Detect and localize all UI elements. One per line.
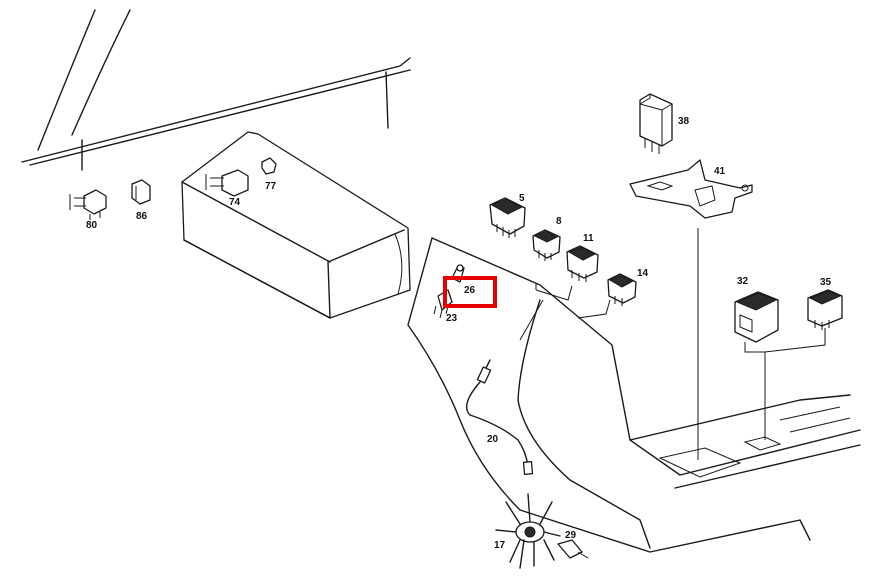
switch-part-14: [607, 273, 637, 306]
label-part-74: 74: [229, 197, 241, 208]
label-part-38: 38: [678, 116, 690, 127]
switch-part-32: [734, 291, 779, 343]
label-part-29: 29: [565, 530, 577, 541]
bulb-part-29: [557, 539, 589, 559]
switch-part-11: [566, 245, 599, 282]
label-part-5: 5: [519, 193, 525, 204]
label-part-20: 20: [487, 434, 499, 445]
light-guide-part-17: [495, 493, 561, 569]
center-console: [407, 237, 861, 553]
switch-part-8: [532, 229, 561, 261]
bracket-part-41: [629, 159, 753, 219]
leader-lines: [519, 228, 826, 460]
label-part-41: 41: [714, 166, 726, 177]
label-part-77: 77: [265, 181, 277, 192]
switch-part-35: [807, 289, 843, 330]
label-part-8: 8: [556, 216, 562, 227]
windshield-frame: [21, 9, 411, 171]
label-part-23: 23: [446, 313, 458, 324]
label-part-26: 26: [464, 285, 476, 296]
label-part-35: 35: [820, 277, 832, 288]
connector-part-74: [205, 169, 249, 197]
holder-part-86: [131, 179, 151, 205]
highlight-box-part-26: [443, 276, 497, 308]
glove-box-housing: [181, 131, 411, 319]
clip-part-77: [261, 157, 277, 175]
label-part-80: 80: [86, 220, 98, 231]
relay-part-38: [639, 93, 673, 154]
label-part-17: 17: [494, 540, 506, 551]
connector-part-80: [69, 189, 107, 220]
label-part-86: 86: [136, 211, 148, 222]
switch-part-5: [489, 197, 526, 238]
label-part-32: 32: [737, 276, 749, 287]
cable-part-20: [466, 359, 534, 475]
part-labels: 5 8 11 14 17 20 23 26 29 32 35 38 41 74 …: [86, 116, 832, 551]
label-part-14: 14: [637, 268, 649, 279]
label-part-11: 11: [583, 233, 594, 244]
